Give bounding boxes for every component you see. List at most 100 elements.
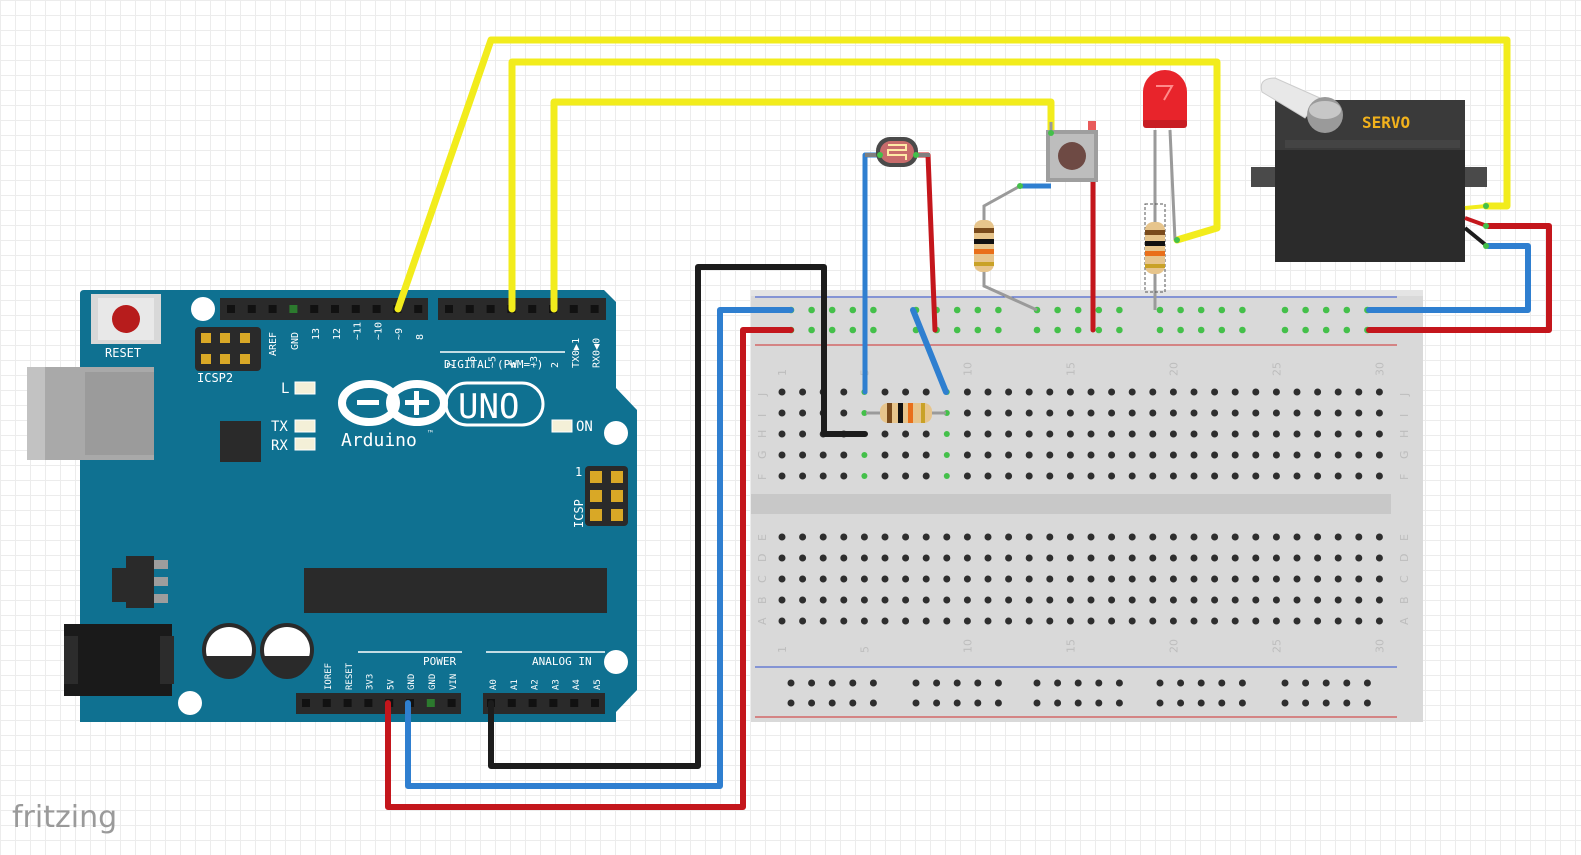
header-pin [268, 305, 277, 313]
rail-hole [808, 306, 815, 314]
breadboard-hole [1334, 596, 1342, 604]
breadboard-hole [1025, 596, 1033, 604]
breadboard-hole [778, 472, 786, 480]
rail-hole [1115, 679, 1123, 687]
wire-red-5v [385, 327, 794, 810]
breadboard-hole [1046, 409, 1054, 417]
analog-label: ANALOG IN [532, 655, 592, 668]
rail-hole [1281, 326, 1289, 334]
breadboard-hole [902, 533, 910, 541]
rail-hole [1239, 326, 1246, 334]
rail-hole [974, 306, 982, 314]
voltage-regulator [112, 556, 168, 608]
rail-hole [1218, 699, 1226, 707]
rail-hole [1177, 306, 1184, 314]
breadboard-hole [943, 431, 950, 437]
breadboard-hole [943, 473, 950, 479]
power-jack [64, 624, 174, 696]
breadboard-hole [1169, 617, 1177, 625]
rail-hole [1115, 699, 1123, 707]
breadboard-hole [984, 409, 992, 417]
rail-hole [1054, 679, 1062, 687]
rail-hole [1322, 326, 1330, 334]
rail-hole [953, 699, 961, 707]
breadboard-hole [922, 472, 930, 480]
header-pin [569, 305, 578, 313]
breadboard-hole [984, 388, 992, 396]
column-number: 10 [961, 362, 974, 376]
breadboard-hole [984, 451, 992, 459]
breadboard-hole [1169, 430, 1177, 438]
rail-hole [1156, 306, 1164, 314]
rail-hole [1177, 326, 1184, 334]
breadboard-hole [840, 596, 848, 604]
header-pin [445, 305, 453, 313]
breadboard-hole [799, 472, 807, 480]
breadboard-hole [963, 554, 971, 562]
breadboard-hole [1108, 554, 1116, 562]
breadboard-hole [1149, 451, 1157, 459]
breadboard-hole [902, 430, 910, 438]
pin-label: RX0◀0 [592, 338, 603, 368]
row-letter: B [756, 596, 769, 604]
breadboard-hole [1293, 554, 1301, 562]
rail-hole [1281, 699, 1289, 707]
header-pin [331, 305, 339, 313]
header-pin [528, 305, 537, 313]
breadboard-hole [922, 451, 930, 459]
pin-label: A5 [593, 679, 603, 690]
rail-hole [787, 679, 795, 687]
rail-hole [1218, 326, 1226, 334]
breadboard-hole [799, 451, 807, 459]
breadboard-hole [861, 410, 868, 416]
resistor-led [1144, 203, 1166, 293]
tx-label: TX [271, 419, 288, 435]
icsp-header [585, 466, 628, 526]
breadboard-hole [1211, 409, 1219, 417]
breadboard-hole [1334, 554, 1342, 562]
breadboard-hole [819, 472, 827, 480]
breadboard-hole [1252, 617, 1260, 625]
breadboard-hole [1314, 533, 1322, 541]
breadboard-hole [1128, 430, 1136, 438]
rail-hole [828, 679, 836, 687]
rail-hole [1074, 306, 1082, 314]
rail-hole [870, 326, 877, 334]
breadboard-hole [778, 430, 786, 438]
breadboard-hole [1190, 472, 1198, 480]
breadboard-hole [1252, 451, 1260, 459]
breadboard-hole [1128, 388, 1136, 396]
breadboard-hole [1108, 533, 1116, 541]
breadboard-hole [1355, 596, 1363, 604]
rail-hole [1054, 306, 1061, 314]
breadboard-hole [1149, 472, 1157, 480]
breadboard-hole [1005, 596, 1013, 604]
row-letter: A [756, 617, 769, 625]
breadboard-hole [963, 596, 971, 604]
breadboard-hole [1231, 617, 1239, 625]
breadboard-hole [984, 554, 992, 562]
breadboard-hole [963, 451, 971, 459]
header-pin [247, 305, 256, 313]
rail-hole [1095, 306, 1103, 314]
breadboard-hole [881, 451, 889, 459]
breadboard-hole [881, 472, 889, 480]
breadboard-hole [1334, 388, 1342, 396]
breadboard-hole [1066, 388, 1074, 396]
breadboard-hole [1314, 617, 1322, 625]
power-header [296, 693, 461, 714]
breadboard-hole [1046, 617, 1054, 625]
breadboard-hole [799, 409, 807, 417]
breadboard-hole [943, 575, 951, 583]
mount-hole [191, 297, 215, 321]
rail-hole [1343, 326, 1351, 334]
column-number: 20 [1167, 362, 1180, 376]
breadboard-hole [799, 554, 807, 562]
rail-hole [849, 306, 857, 314]
digital-label: DIGITAL (PWM=~) [444, 358, 543, 371]
breadboard-hole [1149, 617, 1157, 625]
breadboard-hole [1314, 430, 1322, 438]
row-letter: A [1398, 617, 1411, 625]
